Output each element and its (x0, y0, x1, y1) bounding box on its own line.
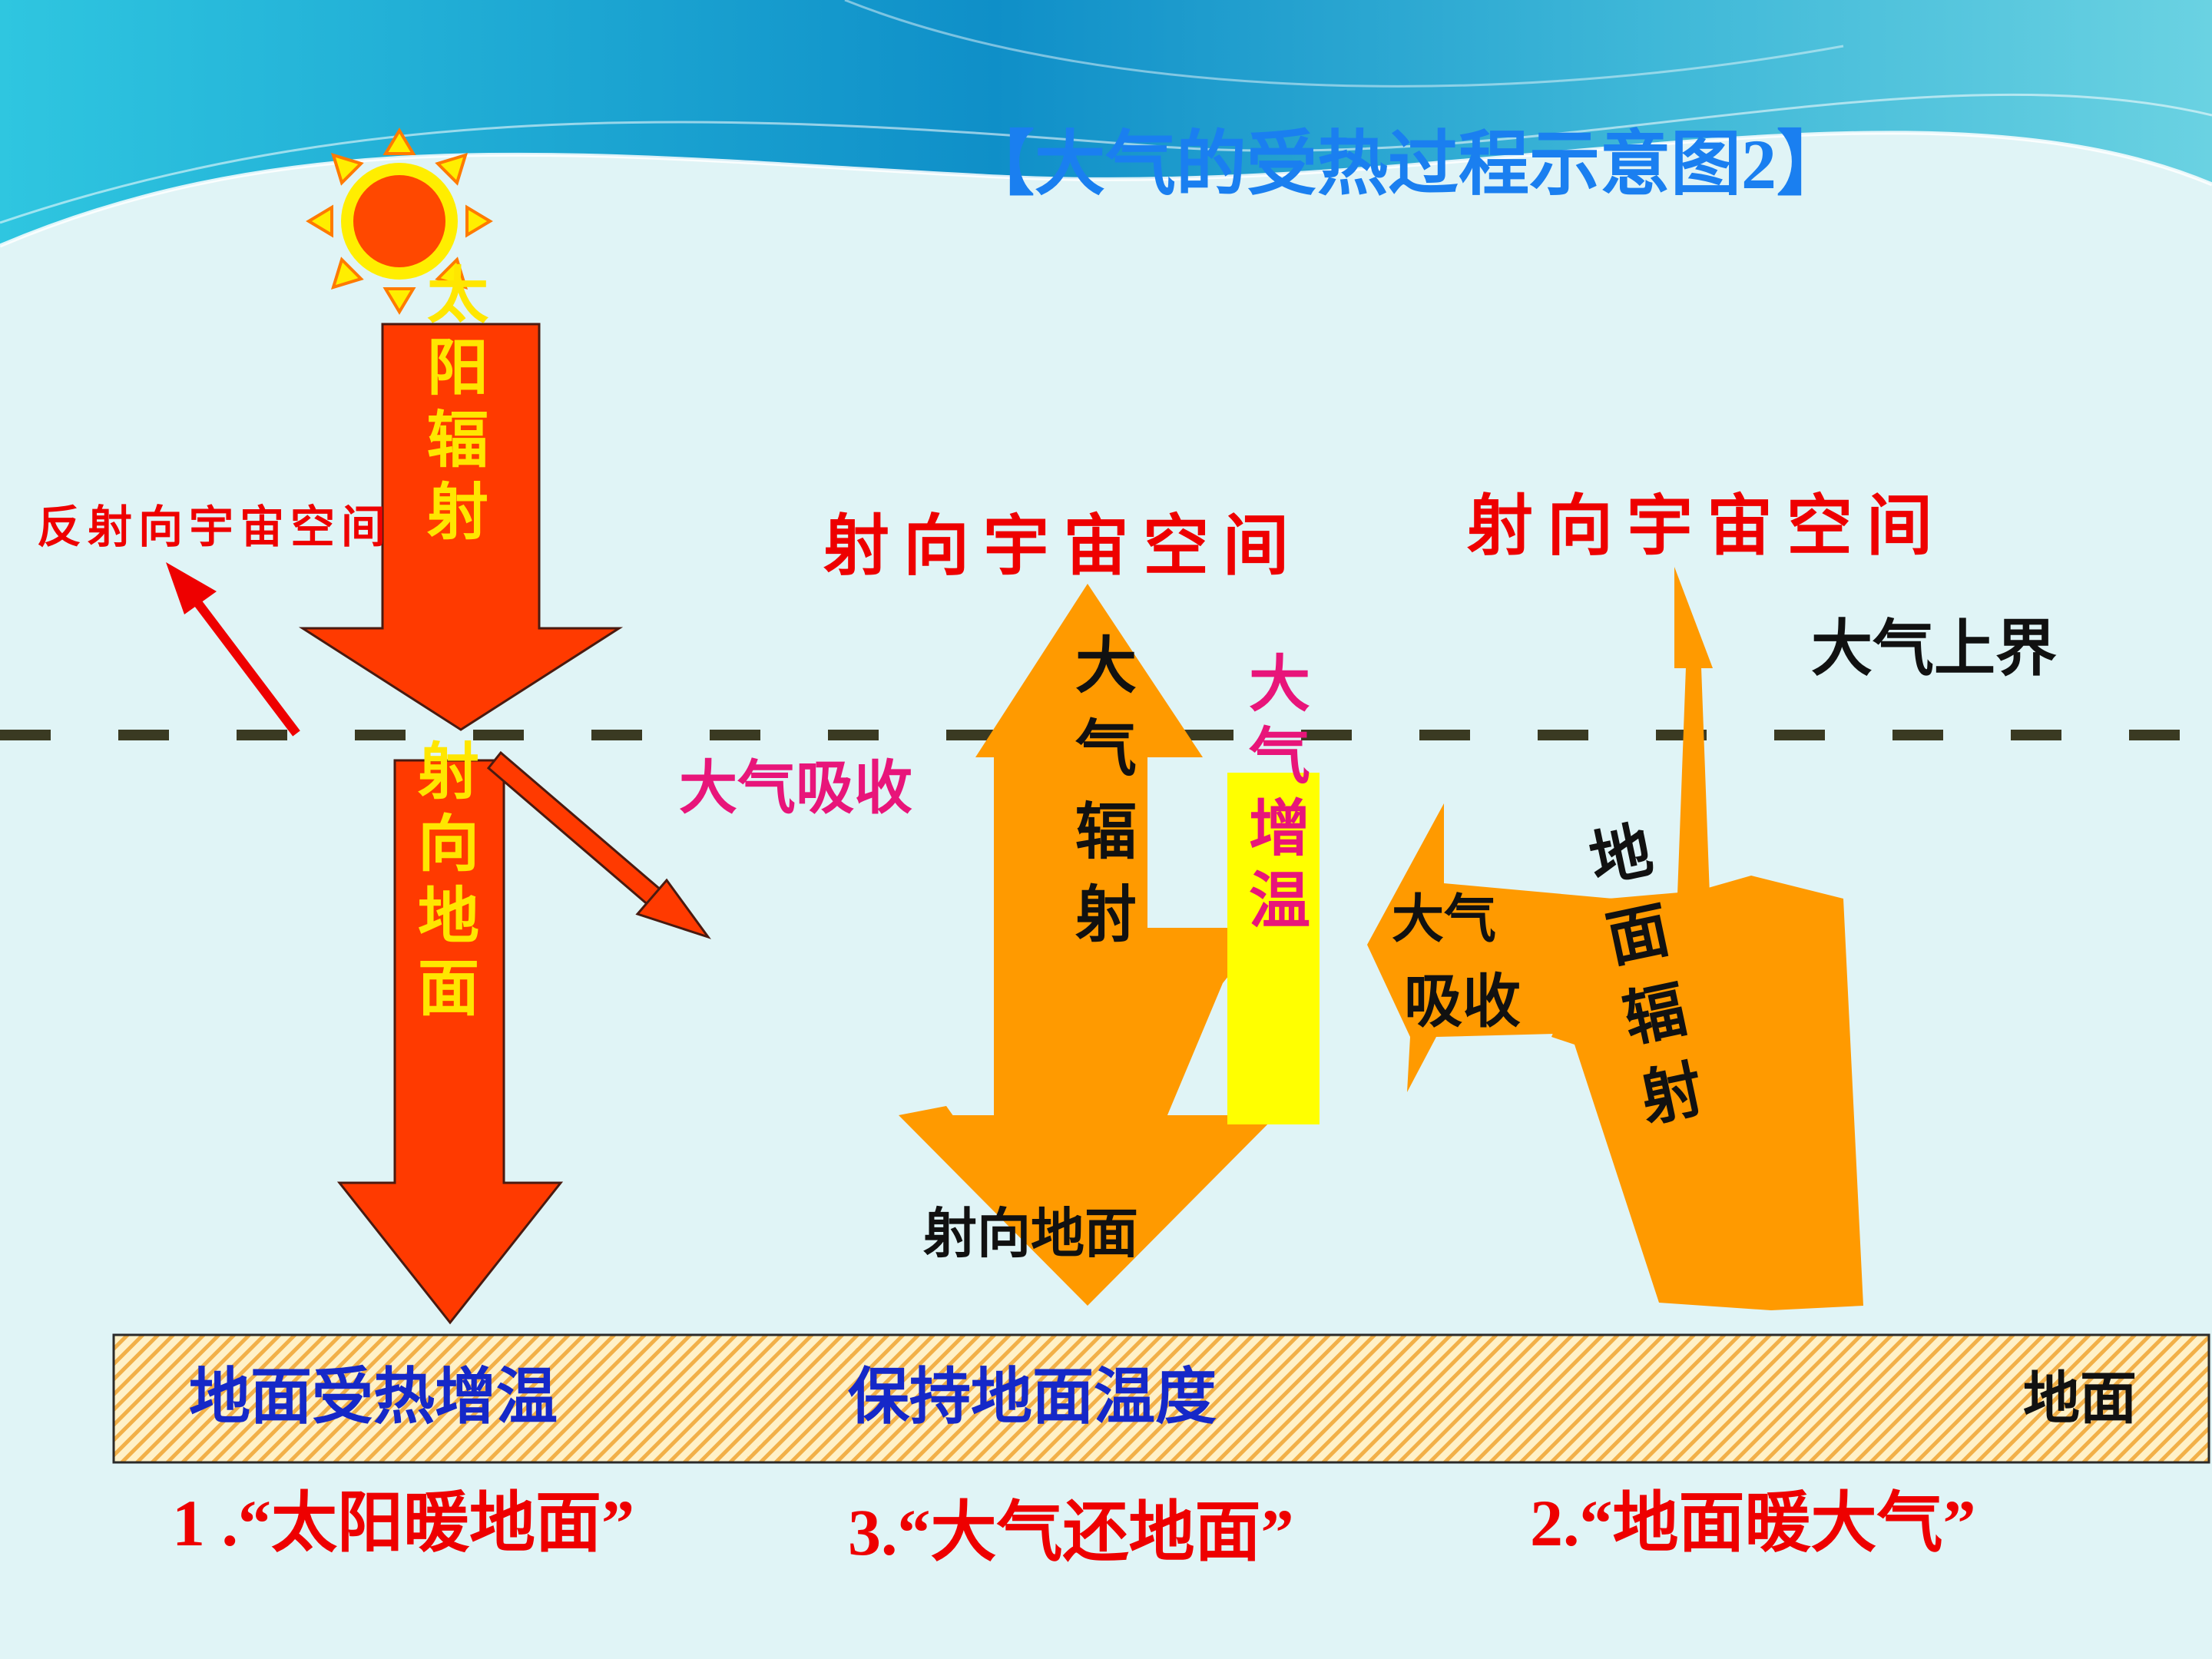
page-title: 【大气的受热过程示意图2】 (964, 125, 1847, 204)
atmosphere-top-label: 大气上界 (1811, 612, 2057, 684)
ground-radiation-arrow (1367, 567, 1863, 1310)
keep-ground-temp-label: 保持地面温度 (848, 1360, 1217, 1432)
caption-2: 2.“地面暖大气” (1530, 1486, 1976, 1560)
ground-band (112, 1333, 2210, 1464)
to-ground-label: 射向地面 (408, 739, 480, 1028)
atmosphere-warming-label: 大气增温 (1239, 651, 1311, 940)
to-ground-counter-label: 射向地面 (923, 1201, 1138, 1265)
to-ground-solar-arrow (336, 759, 564, 1325)
caption-3: 3.“大气还地面” (848, 1495, 1294, 1569)
solar-radiation-label: 太阳辐射 (417, 263, 489, 551)
caption-1: 1 .“太阳暖地面” (172, 1486, 634, 1560)
ground-heating-label: 地面受热增温 (189, 1360, 558, 1432)
solar-radiation-arrow (298, 323, 624, 731)
header-wave (0, 0, 2212, 248)
atmospheric-radiation-label: 大气辐射 (1065, 633, 1137, 965)
atmosphere-absorb-arrow (486, 750, 711, 939)
atmosphere-absorb-label-2a: 大气 (1392, 889, 1496, 950)
reflected-label: 反射向宇宙空间 (37, 501, 392, 553)
to-space-label-2: 射向宇宙空间 (1467, 487, 1946, 565)
to-space-label-1: 射向宇宙空间 (823, 507, 1303, 584)
atmosphere-absorb-label-2b: 吸收 (1404, 967, 1521, 1035)
warming-highlight (1227, 773, 1320, 1124)
atmosphere-absorb-label-1: 大气吸收 (679, 753, 912, 822)
sun-icon (306, 127, 493, 315)
ground-label: 地面 (2023, 1366, 2137, 1432)
reflected-arrow (166, 562, 300, 737)
